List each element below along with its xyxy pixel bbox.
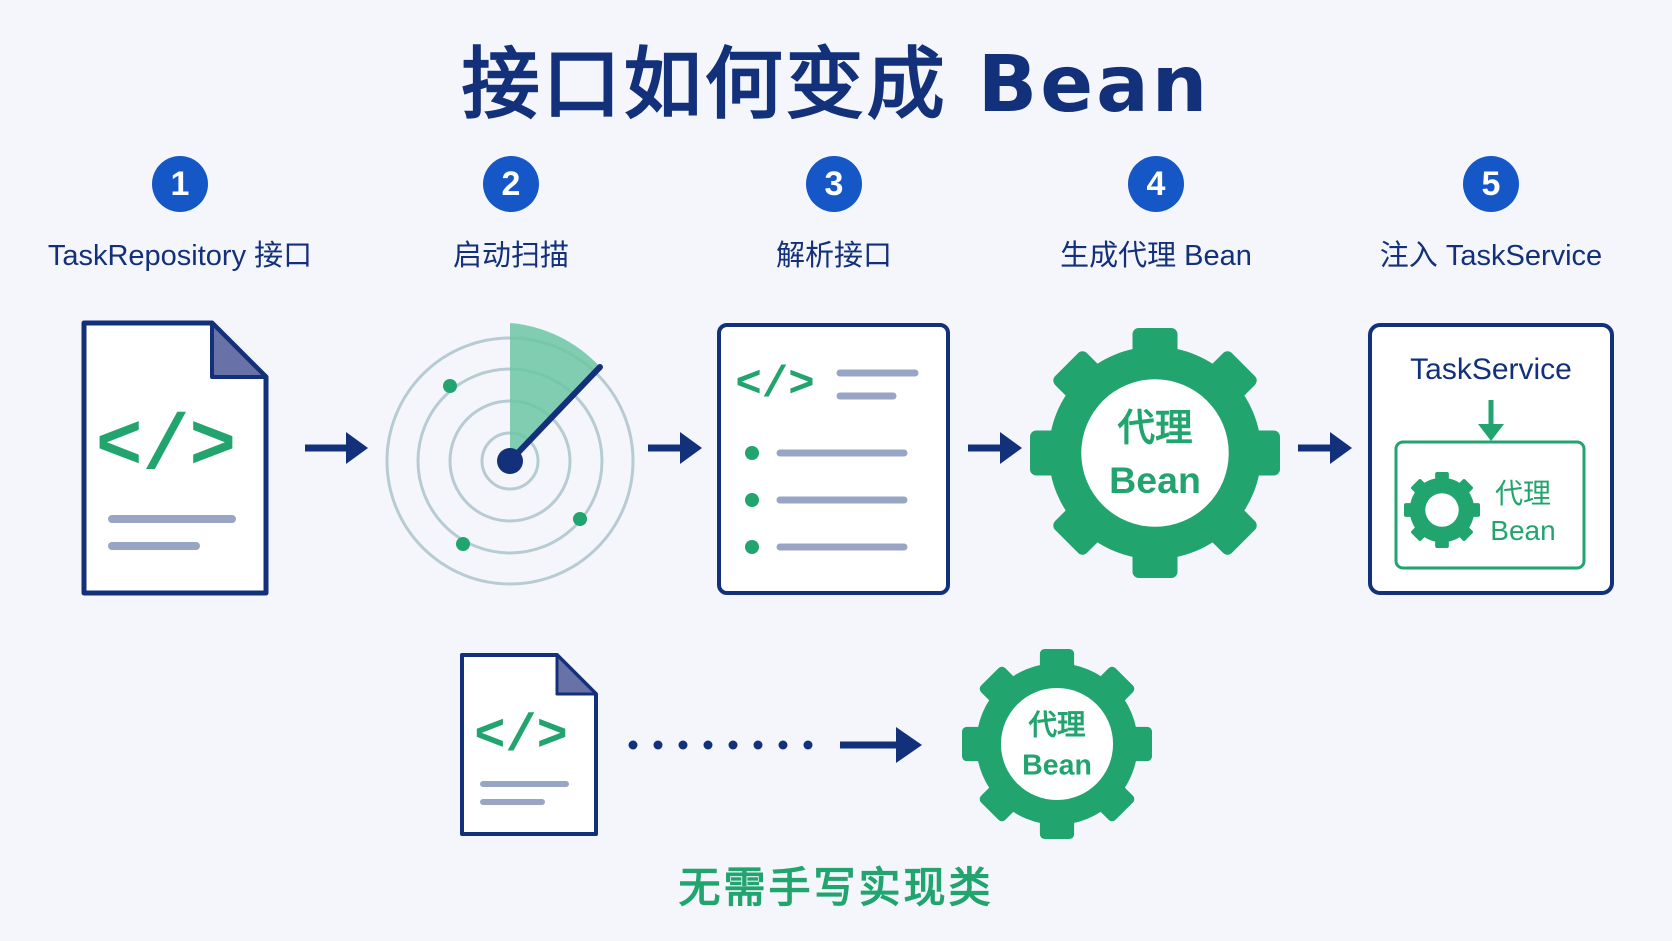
arrow-icon: [305, 432, 368, 464]
code-symbol: </>: [96, 404, 236, 492]
arrow-icon: [968, 432, 1022, 464]
radar-scan-icon: [385, 323, 635, 586]
parsed-interface-icon: </>: [717, 323, 950, 595]
proxy-label: 代理: [1117, 406, 1193, 450]
step-label: 注入 TaskService: [1379, 240, 1603, 272]
page-title: 接口如何变成 Bean: [461, 40, 1211, 130]
bottom-proxy-bean-gear-icon: 代理 Bean: [962, 649, 1152, 839]
code-symbol: </>: [474, 707, 568, 766]
step-5: 5 注入 TaskService: [1326, 156, 1656, 274]
dotted-arrow-icon: [628, 727, 922, 763]
bottom-interface-document-icon: </>: [460, 653, 598, 836]
step-4: 4 生成代理 Bean: [991, 156, 1321, 274]
proxy-bean-gear-icon: 代理 Bean: [1030, 328, 1280, 578]
gear-icon: [1404, 472, 1480, 548]
step-number-badge: 1: [152, 156, 208, 212]
arrow-icon: [648, 432, 702, 464]
step-label: 生成代理 Bean: [1060, 240, 1252, 272]
bean-label: Bean: [1022, 749, 1092, 781]
step-3: 3 解析接口: [669, 156, 999, 274]
bottom-caption: 无需手写实现类: [678, 863, 994, 912]
step-number-badge: 4: [1128, 156, 1184, 212]
interface-document-icon: </>: [81, 320, 269, 596]
proxy-label: 代理: [1027, 709, 1086, 742]
step-label: 启动扫描: [452, 240, 569, 272]
arrow-icon: [1298, 432, 1352, 464]
bean-label: Bean: [1490, 515, 1555, 546]
task-service-title: TaskService: [1410, 353, 1572, 386]
step-2: 2 启动扫描: [346, 156, 676, 274]
step-label: TaskRepository 接口: [47, 240, 313, 272]
bean-label: Bean: [1109, 459, 1201, 501]
step-1: 1 TaskRepository 接口: [15, 156, 345, 274]
step-number-badge: 5: [1463, 156, 1519, 212]
step-number-badge: 2: [483, 156, 539, 212]
code-symbol: </>: [735, 360, 814, 410]
step-label: 解析接口: [775, 240, 892, 272]
step-number-badge: 3: [806, 156, 862, 212]
task-service-box: TaskService 代理 Bean: [1368, 323, 1614, 595]
proxy-label: 代理: [1495, 477, 1551, 510]
